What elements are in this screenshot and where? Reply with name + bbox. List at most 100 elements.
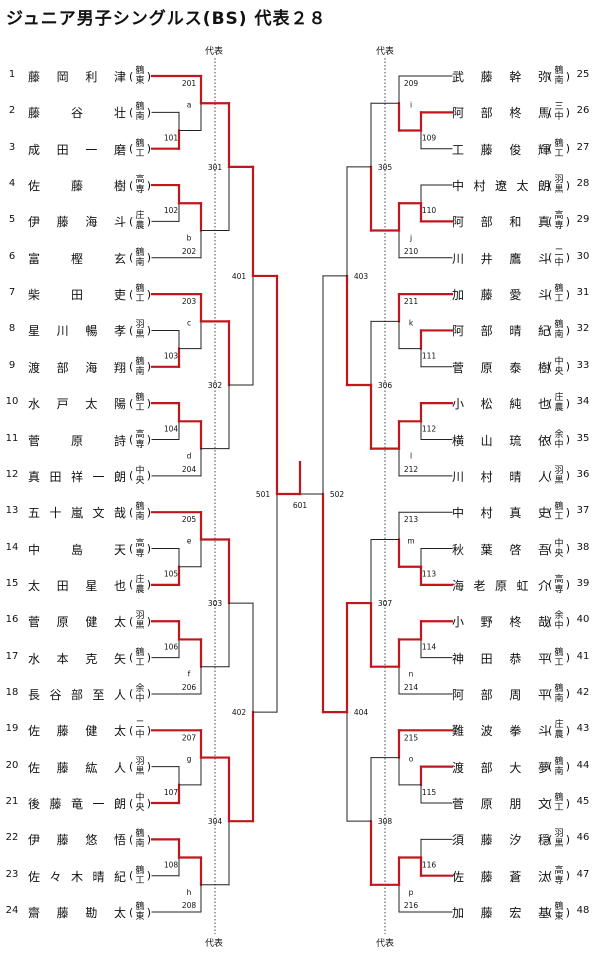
match-number-r3: 303 <box>208 599 223 608</box>
school-char: 鶴 <box>554 683 564 694</box>
school-char: 東 <box>135 76 145 86</box>
block-letter: d <box>187 452 192 461</box>
school-name: 鶴工 <box>135 139 144 159</box>
player-school: (羽黒) <box>548 825 570 853</box>
school-char: 鶴 <box>554 66 564 76</box>
school-char: 鶴 <box>554 502 564 513</box>
match-number-r1: 110 <box>422 206 437 215</box>
paren-open: ( <box>548 832 553 846</box>
player-name-char: 成 <box>28 142 41 157</box>
player-school: (鶴工) <box>548 135 570 163</box>
paren-open: ( <box>129 214 134 228</box>
school-char: 余 <box>554 611 564 622</box>
player-name-char: 佐 <box>28 179 41 194</box>
paren-close: ) <box>565 178 570 192</box>
player-name-char: 遼 <box>494 179 507 194</box>
paren-open: ( <box>129 69 134 83</box>
player-name-char: 也 <box>537 397 550 412</box>
paren-close: ) <box>565 614 570 628</box>
school-name: 鶴工 <box>135 648 144 668</box>
player-name-char: 史 <box>537 506 550 521</box>
player-number: 11 <box>5 432 19 444</box>
player-name-char: 藤 <box>480 906 493 921</box>
player-name-char: 陽 <box>113 397 126 412</box>
block-letter: p <box>409 888 414 897</box>
player-name: 工藤俊輝 <box>452 141 550 158</box>
player-name: 星川暢孝 <box>28 322 126 339</box>
paren-close: ) <box>565 287 570 301</box>
school-char: 南 <box>135 839 145 850</box>
player-name-char: 詩 <box>113 433 126 448</box>
player-number: 31 <box>576 287 590 299</box>
school-char: 鶴 <box>554 138 564 149</box>
paren-open: ( <box>129 433 134 446</box>
paren-close: ) <box>146 433 151 446</box>
school-char: 農 <box>135 221 145 232</box>
player-school: (鶴南) <box>548 680 570 708</box>
player-name-char: 波 <box>480 724 493 739</box>
match-number-r1: 107 <box>164 788 179 797</box>
player-name-char: 藤 <box>49 797 62 811</box>
school-char: 中 <box>554 621 564 632</box>
player-name: 太田星也 <box>28 577 126 594</box>
paren-open: ( <box>129 578 134 592</box>
school-char: 庄 <box>554 720 564 731</box>
player-name-char: 恭 <box>509 651 522 666</box>
player-name-char: 玄 <box>113 251 126 266</box>
player-name: 阿部和真 <box>452 213 550 230</box>
paren-open: ( <box>548 323 553 337</box>
player-name-char: 田 <box>56 578 69 593</box>
paren-open: ( <box>548 723 553 737</box>
paren-open: ( <box>129 687 134 701</box>
player-school: (三中) <box>548 98 570 126</box>
player-name: 菅原健太 <box>28 613 126 630</box>
paren-open: ( <box>548 396 553 410</box>
paren-close: ) <box>146 105 151 119</box>
block-letter: m <box>407 536 414 545</box>
block-letter: i <box>410 100 412 109</box>
paren-open: ( <box>548 651 553 665</box>
school-char: 二 <box>554 247 564 258</box>
player-name-char: 部 <box>480 324 493 339</box>
player-name-char: 海 <box>452 578 465 593</box>
player-name-char: 至 <box>92 687 105 702</box>
player-school: (中央) <box>548 535 570 563</box>
match-number-r1: 108 <box>164 861 179 870</box>
block-letter: l <box>410 452 412 461</box>
player-name-char: 田 <box>480 651 493 666</box>
school-char: 鶴 <box>135 66 145 76</box>
player-name-char: 人 <box>537 469 550 484</box>
match-number-r1: 104 <box>164 424 179 433</box>
player-number: 14 <box>5 541 19 553</box>
player-name-char: 樹 <box>113 179 126 194</box>
paren-close: ) <box>565 723 570 737</box>
school-char: 中 <box>135 465 145 476</box>
player-name-char: 谷 <box>70 106 83 121</box>
player-school: (高専) <box>548 571 570 599</box>
paren-open: ( <box>129 105 134 119</box>
paren-open: ( <box>548 905 553 919</box>
player-name-char: 水 <box>28 651 41 666</box>
school-char: 専 <box>135 185 145 196</box>
school-char: 庄 <box>135 574 145 585</box>
player-school: (羽黒) <box>548 462 570 490</box>
player-school: (高専) <box>129 171 151 199</box>
player-name: 川村晴人 <box>452 468 550 485</box>
player-name-char: 紀 <box>537 324 550 339</box>
school-char: 工 <box>554 512 564 523</box>
player-name-char: 也 <box>113 578 126 593</box>
school-char: 黒 <box>135 330 145 341</box>
school-char: 専 <box>554 221 564 232</box>
player-name-char: 介 <box>537 578 550 593</box>
match-number-r1: 102 <box>164 206 179 215</box>
player-name-char: 一 <box>92 469 105 484</box>
player-name-char: 部 <box>56 360 69 375</box>
school-name: 鶴東 <box>554 902 563 922</box>
paren-close: ) <box>146 251 151 265</box>
player-number: 34 <box>576 396 590 408</box>
match-number-r2: 210 <box>404 247 419 256</box>
player-name-char: 藤 <box>56 906 69 921</box>
match-number-semi: 501 <box>256 490 271 499</box>
player-name-char: 暢 <box>85 324 98 339</box>
player-school: (鶴南) <box>548 316 570 344</box>
